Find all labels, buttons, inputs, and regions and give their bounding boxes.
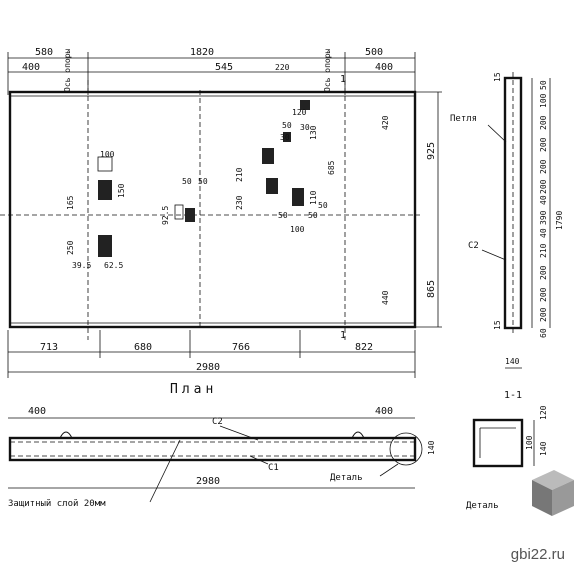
elevation-height-dim: 140	[427, 440, 436, 455]
section-left-dim-1: 15	[493, 72, 502, 82]
section-dim-6: 200	[539, 179, 548, 194]
plan-section-mark-2: 1	[340, 330, 346, 341]
plan-sub-dim-4: 400	[375, 62, 393, 73]
section-dim-11: 200	[539, 265, 548, 280]
section-dim-5: 200	[539, 159, 548, 174]
plan-inner-dim-17: 50	[282, 121, 292, 130]
plan-bottom-dim-4: 822	[355, 342, 373, 353]
section-left-dim-2: 15	[493, 320, 502, 330]
section-dim-9: 40	[539, 228, 548, 238]
plan-section-mark-1: 1	[340, 74, 346, 85]
plan-right-dim-4: 440	[381, 290, 390, 305]
plan-axis-label-2: Ось опоры	[323, 48, 332, 92]
plan-inner-dim-5: 39.5	[72, 261, 91, 270]
section-dim-2: 100	[539, 93, 548, 108]
section-width-dim: 140	[505, 357, 520, 366]
section-dim-10: 210	[539, 243, 548, 258]
plan-sub-dim-1: 400	[22, 62, 40, 73]
section-dim-8: 390	[539, 210, 548, 225]
elevation-view: 400 400 140 2980 С2 С1 Деталь Защитный с…	[8, 406, 436, 509]
plan-inner-dim-10: 210	[235, 167, 244, 182]
plan-top-dim-2: 1820	[190, 47, 214, 58]
detail-title: Деталь	[466, 501, 499, 511]
plan-inner-dim-11: 230	[235, 195, 244, 210]
detail-dim-3: 140	[539, 441, 548, 456]
plan-view: 580 1820 500 400 545 220 400 Ось опоры О…	[0, 47, 442, 397]
plan-inner-dim-1: 100	[100, 150, 115, 159]
section-label-loop: Петля	[450, 114, 477, 124]
elevation-label-c1: С1	[268, 463, 279, 473]
plan-top-dim-1: 580	[35, 47, 53, 58]
section-title: 1-1	[504, 390, 522, 401]
section-dim-1: 50	[539, 80, 548, 90]
plan-inner-dim-21: 100	[290, 225, 305, 234]
plan-inner-dim-8: 50	[198, 177, 208, 186]
plan-right-dim-3: 685	[327, 160, 336, 175]
section-view: 50 100 200 200 200 200 40 390 40 210 200…	[450, 72, 564, 401]
watermark-text: gbi22.ru	[510, 546, 565, 563]
plan-right-dim-5: 865	[426, 280, 437, 298]
elevation-dim-2: 400	[375, 406, 393, 417]
section-total-dim: 1790	[555, 211, 564, 230]
section-dim-3: 200	[539, 115, 548, 130]
detail-dim-1: 120	[539, 405, 548, 420]
plan-right-dim-1: 925	[426, 142, 437, 160]
elevation-dim-1: 400	[28, 406, 46, 417]
plan-inner-dim-3: 165	[66, 195, 75, 210]
plan-top-dim-3: 500	[365, 47, 383, 58]
plan-inner-dim-12: 110	[309, 190, 318, 205]
detail-dim-2: 100	[525, 435, 534, 450]
logo-cube-icon	[532, 470, 574, 516]
plan-bottom-dim-1: 713	[40, 342, 58, 353]
elevation-label-detail: Деталь	[330, 473, 363, 483]
section-label-c2: С2	[468, 241, 479, 251]
plan-sub-dim-3: 220	[275, 63, 290, 72]
plan-bottom-dim-3: 766	[232, 342, 250, 353]
plan-inner-dim-14: 50	[308, 211, 318, 220]
plan-inner-dim-18: 120	[292, 108, 307, 117]
section-dim-7: 40	[539, 195, 548, 205]
section-dim-14: 60	[539, 328, 548, 338]
plan-total-dim: 2980	[196, 362, 220, 373]
plan-right-dim-2: 420	[381, 115, 390, 130]
plan-inner-dim-6: 62.5	[104, 261, 123, 270]
elevation-label-cover: Защитный слой 20мм	[8, 499, 106, 509]
section-dim-13: 200	[539, 307, 548, 322]
elevation-label-c2: С2	[212, 417, 223, 427]
plan-inner-dim-2: 150	[117, 183, 126, 198]
detail-view: 120 100 140 Деталь	[466, 405, 548, 511]
plan-axis-label-1: Ось опоры	[63, 48, 72, 92]
plan-inner-dim-13: 50	[278, 211, 288, 220]
plan-inner-dim-19: 30	[280, 133, 290, 142]
elevation-total-dim: 2980	[196, 476, 220, 487]
plan-sub-dim-2: 545	[215, 62, 233, 73]
plan-inner-dim-15: 50	[318, 201, 328, 210]
section-dim-4: 200	[539, 137, 548, 152]
plan-title: План	[170, 382, 217, 397]
plan-inner-dim-20: 30	[300, 123, 310, 132]
section-dim-12: 200	[539, 287, 548, 302]
plan-inner-dim-9: 92.5	[161, 206, 170, 225]
plan-inner-dim-7: 50	[182, 177, 192, 186]
plan-inner-dim-4: 250	[66, 240, 75, 255]
plan-bottom-dim-2: 680	[134, 342, 152, 353]
plan-inner-dim-16: 130	[309, 125, 318, 140]
